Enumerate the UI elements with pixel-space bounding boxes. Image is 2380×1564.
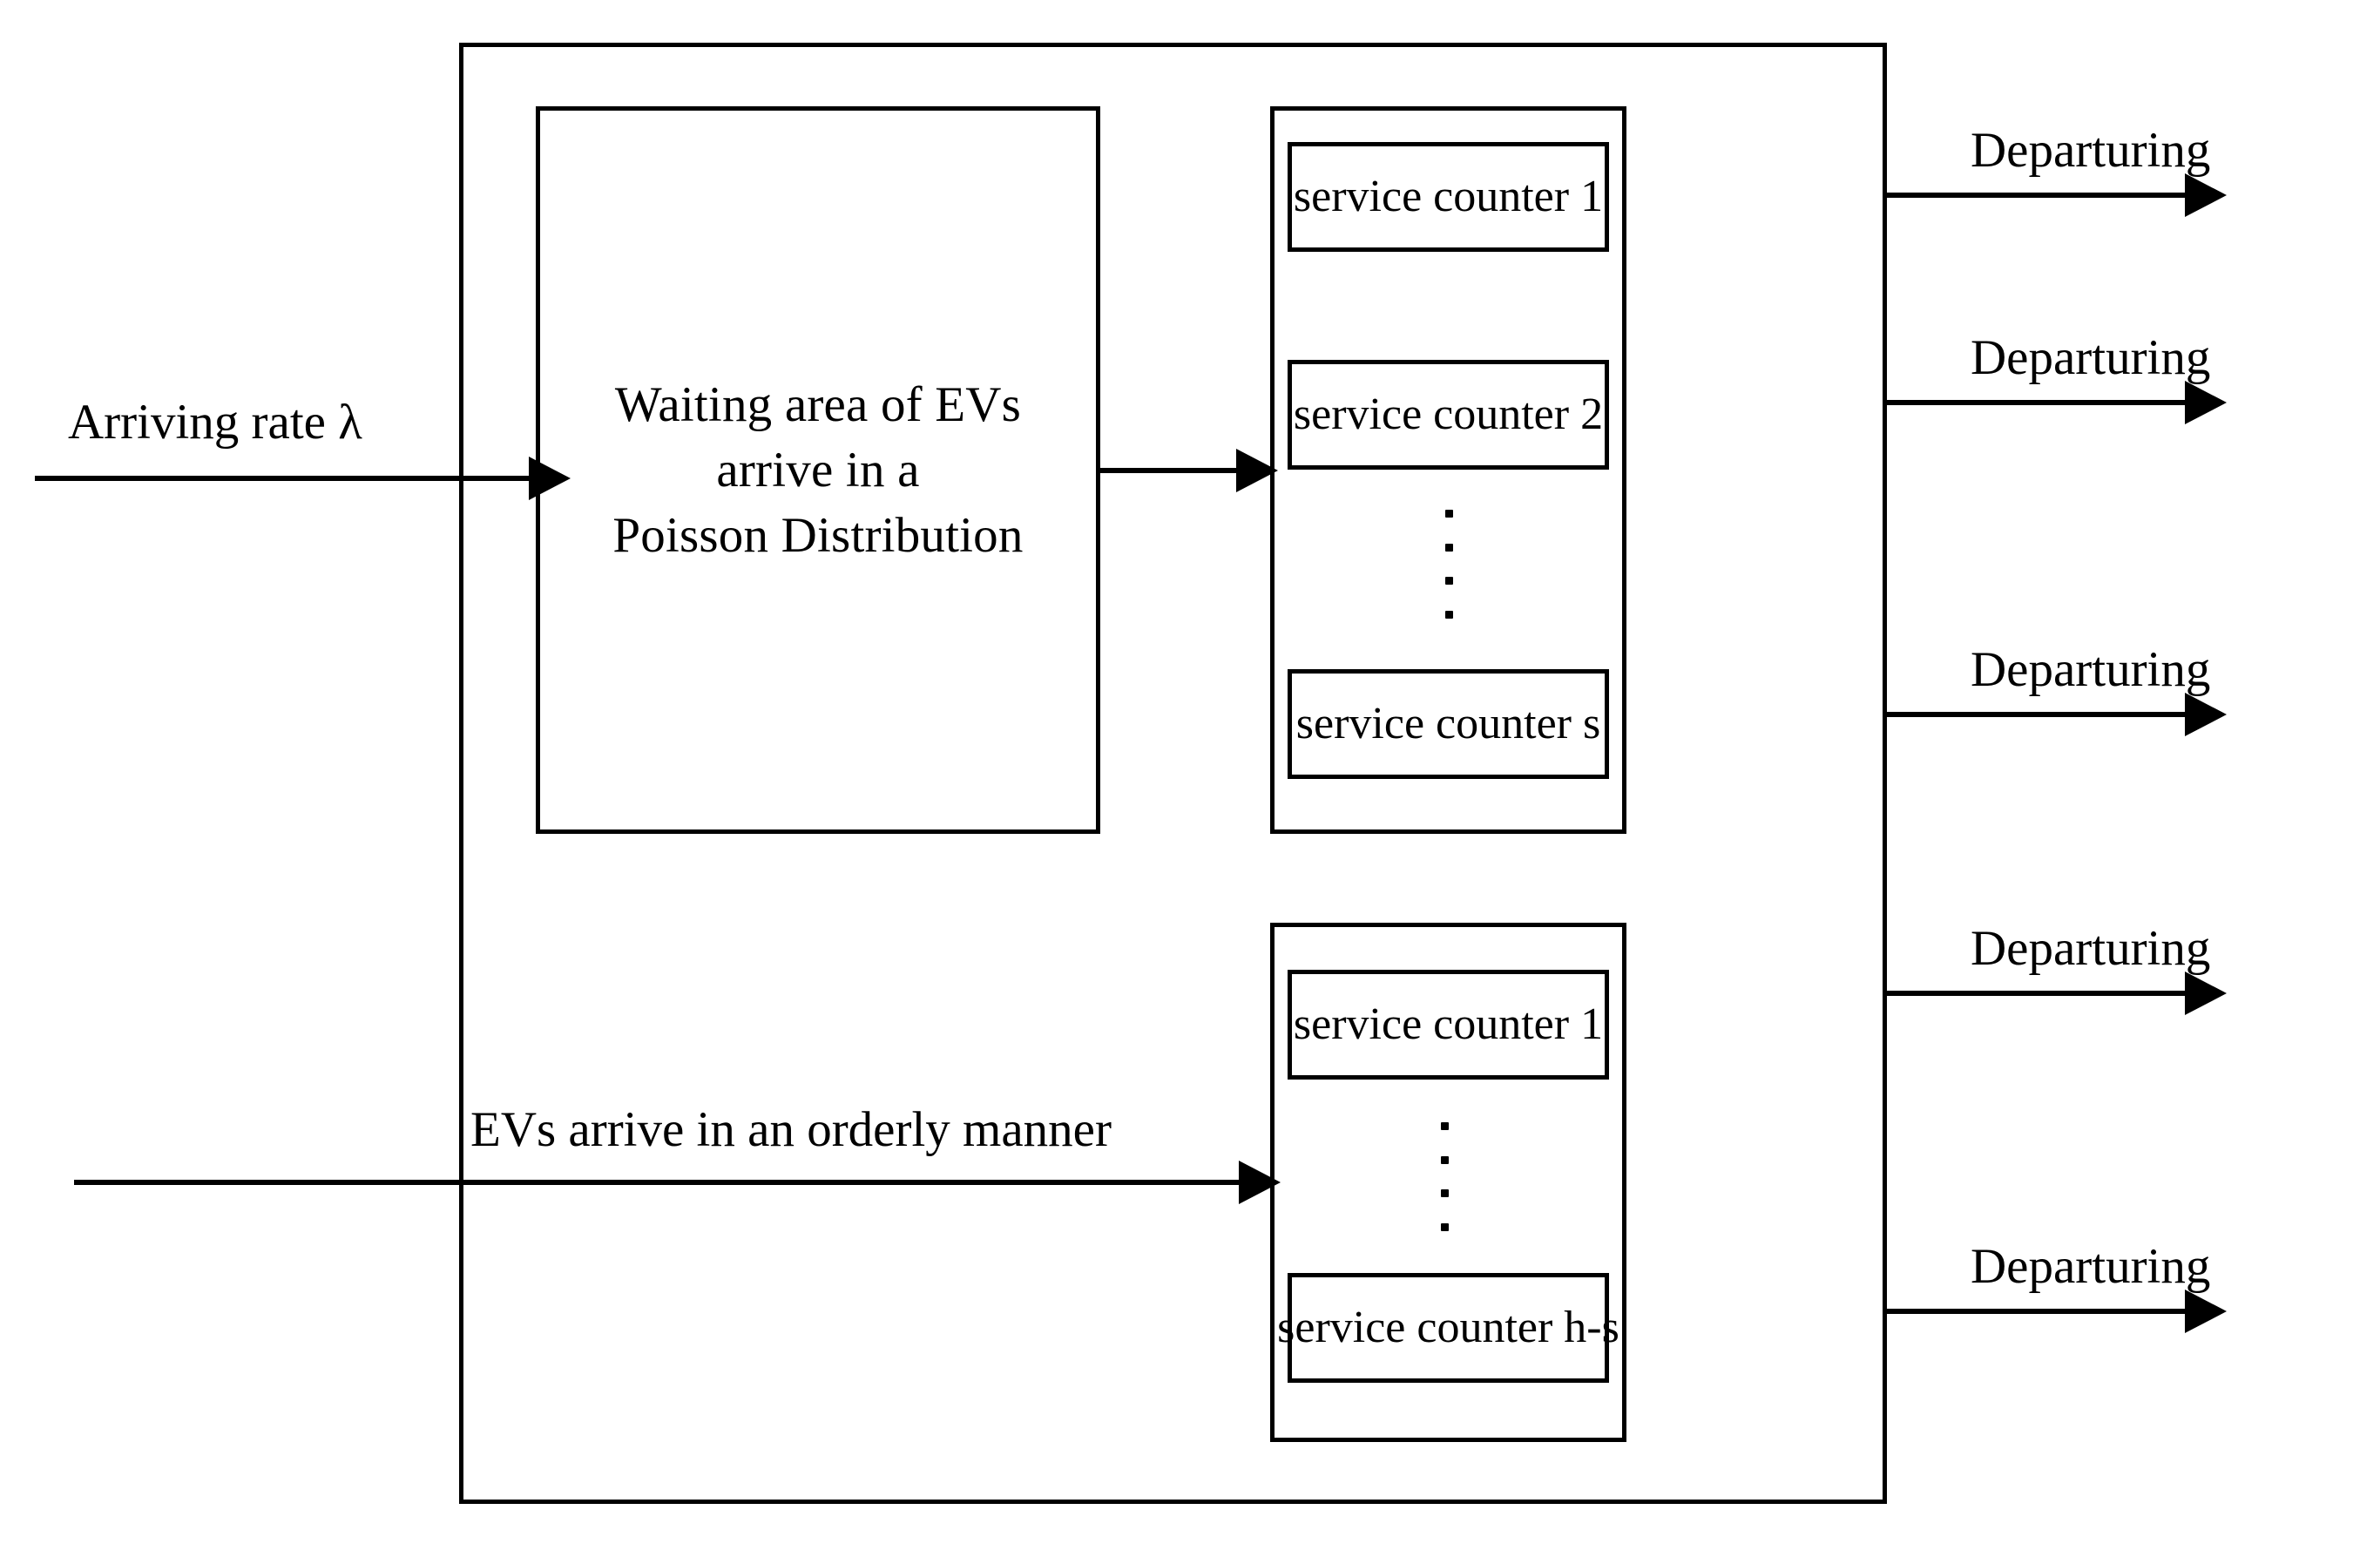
departuring-label-5: Departuring	[1971, 1239, 2211, 1294]
waiting-area-line-3: Poisson Distribution	[612, 508, 1024, 564]
arrow-shaft	[35, 476, 529, 481]
arrow-head	[2185, 173, 2227, 217]
arrow-shaft	[1887, 991, 2185, 996]
departuring-label-2: Departuring	[1971, 330, 2211, 385]
service-counter-label: service counter h-s	[1277, 1303, 1619, 1352]
service-counter-1-orderly[interactable]: service counter 1	[1288, 970, 1609, 1080]
service-counter-label: service counter 1	[1293, 999, 1604, 1049]
arriving-rate-label: Arriving rate λ	[68, 395, 362, 450]
waiting-area-box: Waiting area of EVs arrive in a Poisson …	[536, 106, 1100, 834]
vertical-ellipsis-icon-orderly	[1434, 1122, 1455, 1231]
service-counter-h-s-orderly[interactable]: service counter h-s	[1277, 1273, 1619, 1383]
service-counter-label: service counter s	[1295, 699, 1601, 748]
arrow-head	[1239, 1161, 1281, 1204]
service-counter-1-poisson[interactable]: service counter 1	[1288, 142, 1609, 252]
service-counter-label: service counter 2	[1293, 389, 1604, 439]
arrow-head	[2185, 1290, 2227, 1333]
arrow-head	[1236, 449, 1278, 492]
arrow-shaft	[74, 1180, 1239, 1185]
arrow-head	[2185, 381, 2227, 424]
arrow-shaft	[1100, 468, 1238, 473]
service-counter-2-poisson[interactable]: service counter 2	[1288, 360, 1609, 470]
departuring-label-4: Departuring	[1971, 921, 2211, 976]
arrow-head	[2185, 972, 2227, 1015]
waiting-area-text: Waiting area of EVs arrive in a Poisson …	[602, 372, 1033, 569]
waiting-area-line-2: arrive in a	[716, 442, 920, 498]
arrow-shaft	[1887, 1309, 2185, 1314]
arrow-head	[529, 457, 571, 500]
arrow-head	[2185, 693, 2227, 736]
arrow-shaft	[1887, 712, 2185, 717]
vertical-ellipsis-icon-poisson	[1438, 510, 1459, 619]
service-counter-label: service counter 1	[1293, 172, 1604, 221]
departuring-label-3: Departuring	[1971, 642, 2211, 697]
arrow-shaft	[1887, 400, 2185, 405]
departuring-label-1: Departuring	[1971, 123, 2211, 178]
arrow-shaft	[1887, 193, 2185, 198]
service-counter-s-poisson[interactable]: service counter s	[1288, 669, 1609, 779]
waiting-area-line-1: Waiting area of EVs	[614, 376, 1022, 432]
orderly-arrival-label: EVs arrive in an orderly manner	[470, 1102, 1112, 1157]
